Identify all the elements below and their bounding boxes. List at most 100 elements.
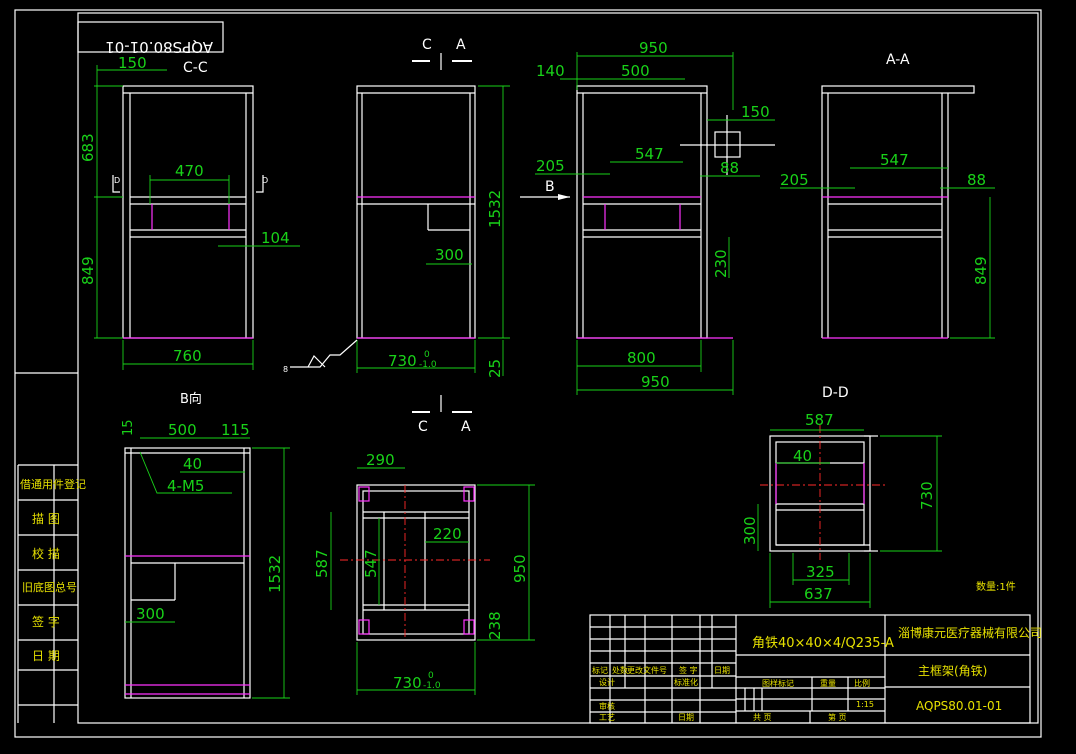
- tb-material: 角铁40×40×4/Q235-A: [752, 636, 894, 651]
- view-aa: A-A 547 205 88 849: [780, 52, 995, 339]
- side-dim-950-top: 950: [639, 39, 668, 57]
- outer-border: [14, 9, 1042, 738]
- bview-dim-115: 115: [221, 421, 250, 439]
- view-side: 950 140 500 150 205 547 88 230 800 950 B: [520, 39, 775, 395]
- mirrored-drawing-number: AQPS80.01-01: [105, 38, 213, 56]
- view-dd: D-D 587 40 730 300 325 637: [741, 385, 942, 608]
- dd-label: D-D: [822, 385, 849, 401]
- plan-dim-950: 950: [511, 554, 529, 583]
- left-strip: 借通用件登记 描 图 校 描 旧底图总号 签 字 日 期: [15, 372, 86, 723]
- front-mark-c-bot: C: [418, 419, 428, 435]
- plan-dim-220: 220: [433, 525, 462, 543]
- tb-scale: 1:15: [856, 700, 874, 709]
- tb-design: 设计: [599, 677, 615, 687]
- front-dim-25: 25: [486, 359, 504, 378]
- bview-dim-15: 15: [121, 419, 136, 436]
- side-dim-500: 500: [621, 62, 650, 80]
- front-dim-1532: 1532: [486, 190, 504, 228]
- bview-dim-300: 300: [136, 605, 165, 623]
- rev-header-3: 签 字: [679, 665, 698, 675]
- view-cc: C-C D D 150 683 849 470 104: [79, 54, 300, 370]
- inner-border: [77, 12, 1039, 724]
- side-dim-140: 140: [536, 62, 565, 80]
- tb-drawing-number: AQPS80.01-01: [916, 699, 1002, 713]
- front-mark-a-bot: A: [461, 419, 471, 435]
- rev-header-2: 更改文件号: [627, 665, 667, 675]
- bview-dim-4m5: 4-M5: [167, 477, 204, 495]
- front-dim-300: 300: [435, 246, 464, 264]
- tb-company: 淄博康元医疗器械有限公司: [898, 625, 1042, 640]
- strip-label-1: 描 图: [32, 512, 60, 526]
- cc-dim-150: 150: [118, 54, 147, 72]
- cc-dim-470: 470: [175, 162, 204, 180]
- plan-dim-587: 587: [313, 549, 331, 578]
- aa-dim-547: 547: [880, 151, 909, 169]
- dd-dim-730: 730: [918, 481, 936, 510]
- front-mark-c-top: C: [422, 37, 432, 53]
- weld-mark: 8: [283, 365, 288, 374]
- plan-tol-neg: -1.0: [423, 681, 441, 691]
- tb-weight: 重量: [820, 678, 836, 688]
- cc-mark-d-left: D: [114, 176, 120, 185]
- side-dim-205: 205: [536, 157, 565, 175]
- bview-dim-40: 40: [183, 455, 202, 473]
- b-view-label: B向: [180, 391, 202, 407]
- view-front: C A 1532 25 300 730 0 -1.0 8 C A: [283, 37, 510, 435]
- side-dim-150: 150: [741, 103, 770, 121]
- side-dim-547: 547: [635, 145, 664, 163]
- cc-label: C-C: [183, 60, 208, 76]
- cc-mark-d-right: D: [262, 176, 268, 185]
- aa-label: A-A: [886, 52, 910, 68]
- strip-label-0: 借通用件登记: [20, 477, 86, 491]
- front-mark-a-top: A: [456, 37, 466, 53]
- tb-standard: 标准化: [674, 677, 698, 687]
- plan-dim-238: 238: [486, 611, 504, 640]
- dd-dim-300: 300: [741, 516, 759, 545]
- cc-dim-849: 849: [79, 256, 97, 285]
- front-tol-0: 0: [424, 350, 430, 360]
- tb-part-name: 主框架(角铁): [918, 664, 987, 678]
- plan-tol-0: 0: [428, 671, 434, 681]
- cc-dim-104: 104: [261, 229, 290, 247]
- tb-of-sheet: 第 页: [828, 712, 847, 722]
- view-b: B向 500 115 15 40 4-M5 1532 300: [121, 391, 290, 699]
- bview-dim-500: 500: [168, 421, 197, 439]
- dd-dim-587: 587: [805, 411, 834, 429]
- bview-dim-1532: 1532: [266, 555, 284, 593]
- rev-header-1: 处数: [612, 665, 628, 675]
- cc-dim-683: 683: [79, 133, 97, 162]
- tb-sheet: 共 页: [753, 713, 772, 722]
- tb-scale-label: 比例: [854, 678, 870, 688]
- front-dim-730: 730: [388, 352, 417, 370]
- rev-header-0: 标记: [592, 665, 608, 675]
- side-dim-800: 800: [627, 349, 656, 367]
- aa-dim-849: 849: [972, 256, 990, 285]
- tb-process: 工艺: [599, 713, 615, 722]
- tb-date: 日期: [678, 713, 694, 722]
- strip-label-4: 签 字: [32, 614, 60, 629]
- strip-label-3: 旧底图总号: [22, 580, 77, 594]
- view-plan: 290 220 587 547 950 238 730 0 -1.0: [313, 451, 535, 695]
- mirrored-number-box: [77, 21, 224, 53]
- dd-dim-40: 40: [793, 447, 812, 465]
- side-mark-b: B: [545, 179, 555, 195]
- dd-dim-637: 637: [804, 585, 833, 603]
- quantity-note: 数量:1件: [976, 580, 1016, 593]
- aa-dim-88: 88: [967, 171, 986, 189]
- cc-dim-760: 760: [173, 347, 202, 365]
- side-dim-230: 230: [712, 249, 730, 278]
- dd-dim-325: 325: [806, 563, 835, 581]
- plan-dim-547: 547: [362, 549, 380, 578]
- plan-dim-730: 730: [393, 674, 422, 692]
- side-dim-88: 88: [720, 159, 739, 177]
- aa-dim-205: 205: [780, 171, 809, 189]
- rev-header-4: 日期: [714, 666, 730, 675]
- tb-stage: 图样标记: [762, 678, 794, 688]
- strip-label-2: 校 描: [32, 546, 60, 561]
- front-tol-neg: -1.0: [419, 360, 437, 370]
- strip-label-5: 日 期: [32, 649, 60, 663]
- title-block: 标记 处数 更改文件号 签 字 日期 设计 标准化 审核 工艺 日期 角铁40×…: [589, 614, 1042, 724]
- plan-dim-290: 290: [366, 451, 395, 469]
- side-dim-950-bot: 950: [641, 373, 670, 391]
